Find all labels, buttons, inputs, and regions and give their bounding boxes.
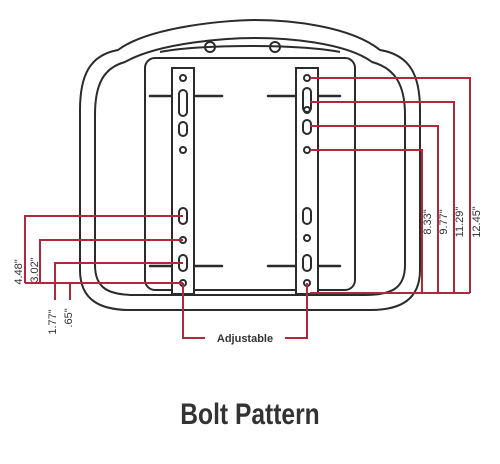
- dimension-label: .65": [63, 308, 75, 327]
- dimension-label: 4.48": [13, 259, 25, 284]
- diagram-caption: Bolt Pattern: [180, 398, 320, 431]
- dimension-line-0-65: [69, 282, 183, 300]
- right-rail-hole: [303, 106, 311, 114]
- right-dimension-lines: [310, 77, 471, 294]
- dimension-line-3-02: [39, 239, 183, 283]
- top-hole-right: [269, 41, 281, 53]
- dimension-line-4-48: [24, 215, 183, 283]
- adjustable-bracket: [182, 283, 308, 339]
- dimension-line-8-33: [310, 149, 423, 293]
- left-rail: [171, 67, 195, 295]
- left-rail-slot: [178, 89, 188, 117]
- dimension-label: 1.77": [47, 309, 59, 334]
- right-rail-slot: [302, 207, 312, 225]
- dimension-label: 3.02": [29, 257, 41, 282]
- left-dimension-lines: [24, 215, 183, 300]
- adjustable-label: Adjustable: [217, 333, 273, 345]
- seat-mount-plate: [144, 57, 356, 291]
- adjustable-line-left: [182, 283, 205, 339]
- adjustable-line-right: [285, 283, 308, 339]
- top-hole-left: [204, 41, 216, 53]
- seat-outline: [79, 18, 421, 311]
- seat-outer-shell: [79, 18, 421, 311]
- seat-top-ridge: [159, 45, 341, 53]
- dimension-line-1-77: [54, 262, 183, 300]
- left-rail-hole: [179, 74, 187, 82]
- dimension-label: 11.29": [454, 207, 466, 238]
- left-rail-hole: [179, 146, 187, 154]
- right-rail-hole: [303, 234, 311, 242]
- dimension-label: 12.45": [471, 206, 483, 238]
- dimension-label: 9.77": [438, 209, 450, 234]
- dimension-line-11-29: [310, 101, 455, 293]
- left-rail-slot: [178, 121, 188, 137]
- dimension-line-9-77: [310, 125, 439, 293]
- dimension-label: 8.33": [422, 209, 434, 234]
- dimension-line-12-45: [310, 77, 471, 293]
- seat-inner-shell: [94, 36, 406, 296]
- left-rail-body: [171, 67, 195, 295]
- right-rail-slot: [302, 254, 312, 272]
